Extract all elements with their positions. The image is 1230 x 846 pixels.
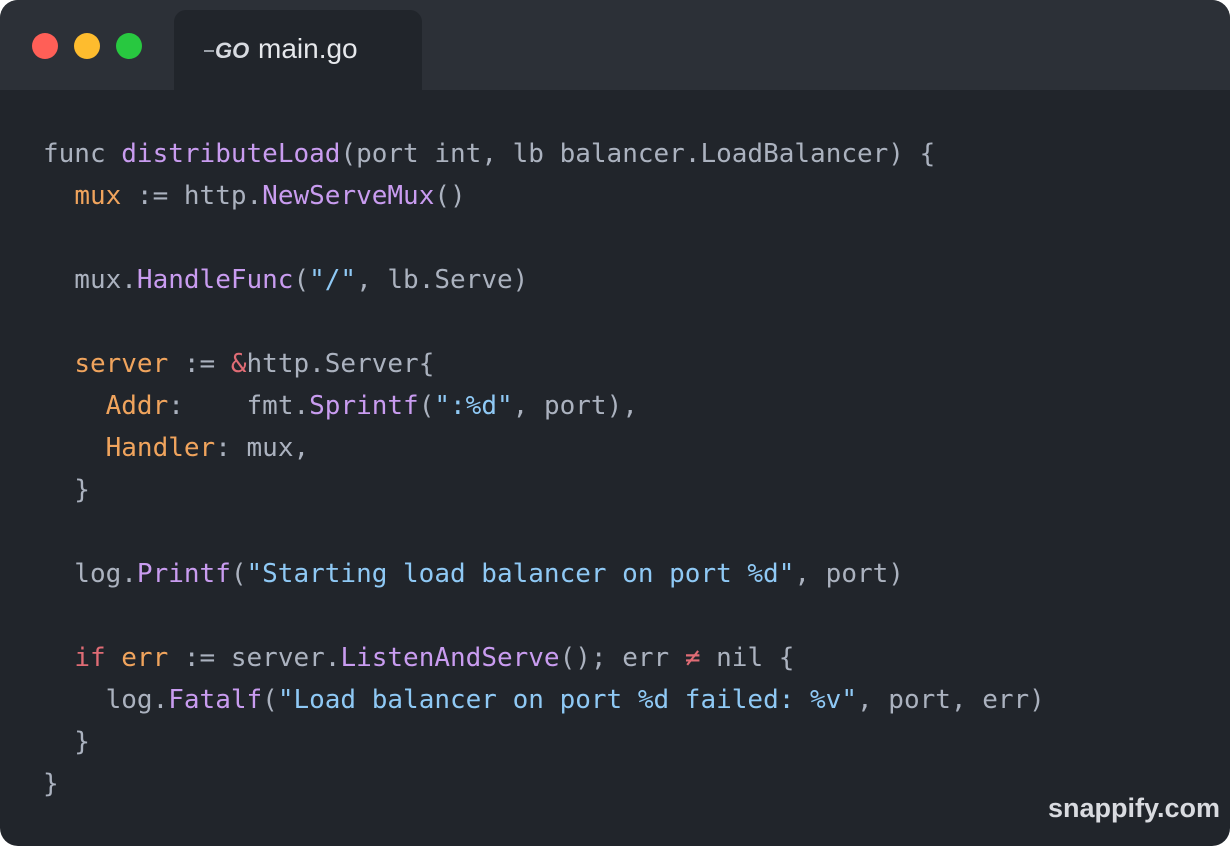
code-token: server — [74, 349, 169, 379]
code-token: ( — [262, 685, 278, 715]
code-token: () — [434, 181, 466, 211]
code-line: mux.HandleFunc("/", lb.Serve) — [43, 259, 1045, 301]
code-line: Addr: fmt.Sprintf(":%d", port), — [43, 385, 1045, 427]
code-line: } — [43, 721, 1045, 763]
code-line: } — [43, 469, 1045, 511]
code-line — [43, 217, 1045, 259]
go-logo-icon: GO — [204, 40, 249, 62]
code-token: ( — [230, 559, 247, 589]
code-token: } — [43, 769, 59, 799]
code-token: func — [43, 139, 122, 169]
code-line: mux := http.NewServeMux() — [43, 175, 1045, 217]
code-token: Printf — [136, 559, 231, 589]
code-token: := — [168, 349, 231, 379]
code-editor[interactable]: func distributeLoad(port int, lb balance… — [43, 133, 1045, 805]
close-window-button[interactable] — [32, 33, 58, 59]
code-token: err — [121, 643, 169, 673]
code-token: & — [230, 349, 247, 379]
code-token: (port int, lb balancer.LoadBalancer) { — [340, 139, 936, 169]
code-token — [43, 391, 106, 421]
code-token: http.Server{ — [246, 349, 435, 379]
code-token: Handler — [105, 433, 216, 463]
code-line: log.Printf("Starting load balancer on po… — [43, 553, 1045, 595]
code-token: Addr — [105, 391, 169, 421]
minimize-window-button[interactable] — [74, 33, 100, 59]
title-bar: GO main.go — [0, 0, 1230, 90]
maximize-window-button[interactable] — [116, 33, 142, 59]
code-token: mux. — [43, 265, 137, 295]
code-token: nil { — [700, 643, 795, 673]
code-token: mux — [74, 181, 122, 211]
tab-label: main.go — [258, 33, 358, 64]
code-token: if — [74, 643, 106, 673]
code-token: } — [43, 475, 90, 505]
code-token: : mux, — [215, 433, 310, 463]
watermark: snappify.com — [1047, 793, 1220, 823]
code-token — [43, 643, 74, 673]
code-token: := http. — [121, 181, 263, 211]
code-token: , lb.Serve) — [356, 265, 529, 295]
code-token: "Starting load balancer on port %d" — [246, 559, 795, 589]
code-token: HandleFunc — [136, 265, 294, 295]
code-token: ( — [293, 265, 310, 295]
code-token: , port) — [794, 559, 904, 589]
code-token: } — [43, 727, 90, 757]
code-token: (); err — [559, 643, 685, 673]
code-token — [43, 349, 74, 379]
code-token: , port), — [512, 391, 638, 421]
code-token: log. — [43, 559, 137, 589]
code-token: Sprintf — [309, 391, 419, 421]
code-token: : fmt. — [168, 391, 310, 421]
code-token: "/" — [309, 265, 357, 295]
code-token: ":%d" — [434, 391, 513, 421]
code-line — [43, 301, 1045, 343]
tab-main-go[interactable]: GO main.go — [174, 10, 422, 90]
code-token: Fatalf — [168, 685, 263, 715]
code-line: server := &http.Server{ — [43, 343, 1045, 385]
code-line — [43, 595, 1045, 637]
code-token: distributeLoad — [121, 139, 341, 169]
code-token — [43, 181, 74, 211]
code-token: := server. — [168, 643, 341, 673]
code-token: "Load balancer on port %d failed: %v" — [277, 685, 857, 715]
code-token: , port, err) — [857, 685, 1045, 715]
code-token — [106, 643, 122, 673]
code-line: log.Fatalf("Load balancer on port %d fai… — [43, 679, 1045, 721]
code-line: if err := server.ListenAndServe(); err ≠… — [43, 637, 1045, 679]
code-token: ≠ — [684, 643, 701, 673]
code-token: ListenAndServe — [340, 643, 560, 673]
code-line: func distributeLoad(port int, lb balance… — [43, 133, 1045, 175]
code-token — [43, 433, 106, 463]
code-token: ( — [418, 391, 435, 421]
code-token: NewServeMux — [262, 181, 435, 211]
code-line — [43, 511, 1045, 553]
code-line: } — [43, 763, 1045, 805]
code-line: Handler: mux, — [43, 427, 1045, 469]
code-token: log. — [43, 685, 169, 715]
